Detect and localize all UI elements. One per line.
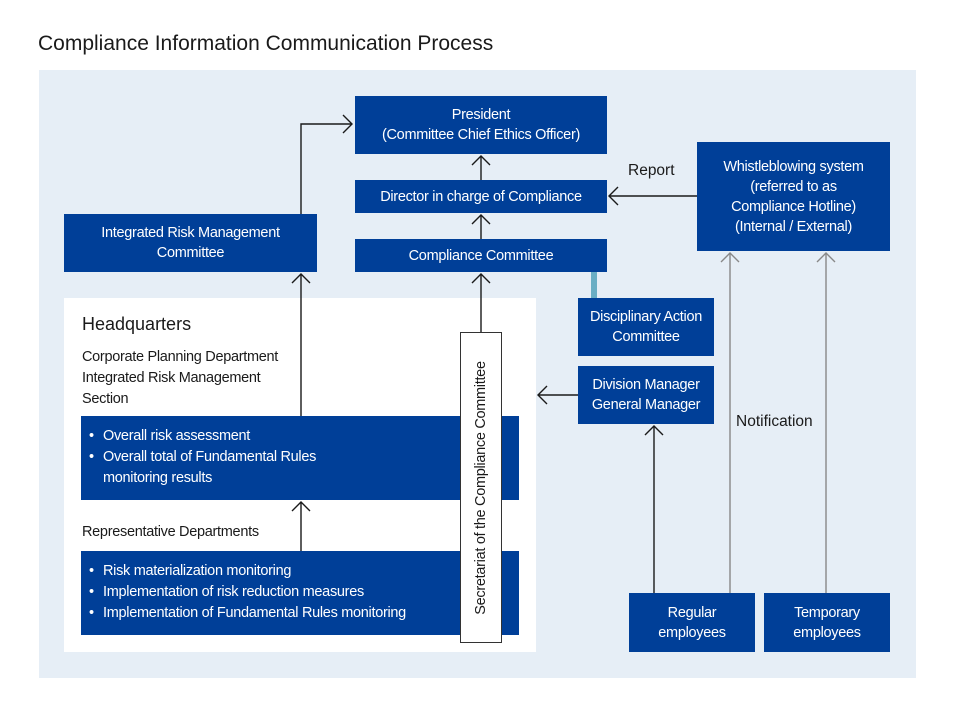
compliance-committee-box: Compliance Committee — [355, 239, 607, 272]
report-label: Report — [628, 162, 675, 179]
director-box: Director in charge of Compliance — [355, 180, 607, 213]
arrowhead-icon — [720, 252, 740, 263]
president-box: President(Committee Chief Ethics Officer… — [355, 96, 607, 154]
bullet-icon: • — [89, 563, 94, 579]
arrowhead-icon — [471, 273, 491, 284]
task-item-continuation: monitoring results — [103, 470, 213, 486]
task-item: •Overall risk assessment — [89, 426, 519, 447]
teal-connector — [591, 272, 597, 298]
whistleblowing-box: Whistleblowing system(referred to as Com… — [697, 142, 890, 251]
arrowhead-icon — [291, 273, 311, 284]
arrowhead-icon — [608, 186, 619, 206]
arrowhead-icon — [537, 385, 548, 405]
corporate-planning-line: Corporate Planning Department — [82, 349, 279, 365]
corporate-planning-line: Integrated Risk Management — [82, 370, 261, 386]
arrow-irm-to-president — [300, 123, 352, 214]
bullet-icon: • — [89, 449, 94, 465]
task-item: •Risk materialization monitoring — [89, 561, 519, 582]
arrowhead-icon — [291, 501, 311, 512]
bullet-icon: • — [89, 584, 94, 600]
notification-label: Notification — [736, 413, 813, 430]
page-title: Compliance Information Communication Pro… — [38, 32, 494, 55]
arrowhead-icon — [644, 425, 664, 436]
arrowhead-icon — [342, 114, 353, 134]
representative-tasks-box: •Risk materialization monitoring •Implem… — [81, 551, 519, 635]
task-item: •Implementation of risk reduction measur… — [89, 582, 519, 603]
headquarters-title: Headquarters — [82, 314, 192, 334]
task-item: •Implementation of Fundamental Rules mon… — [89, 603, 519, 624]
corporate-planning-label: Corporate Planning Department Integrated… — [82, 347, 278, 410]
bullet-icon: • — [89, 605, 94, 621]
corporate-tasks-box: •Overall risk assessment •Overall total … — [81, 416, 519, 500]
corporate-planning-line: Section — [82, 391, 129, 407]
representative-departments-label: Representative Departments — [82, 524, 259, 540]
bullet-icon: • — [89, 428, 94, 444]
arrowhead-icon — [471, 155, 491, 166]
secretariat-box: Secretariat of the Compliance Committee — [460, 332, 502, 643]
arrowhead-icon — [471, 214, 491, 225]
arrowhead-icon — [816, 252, 836, 263]
task-item: •Overall total of Fundamental Rules — [89, 447, 519, 468]
